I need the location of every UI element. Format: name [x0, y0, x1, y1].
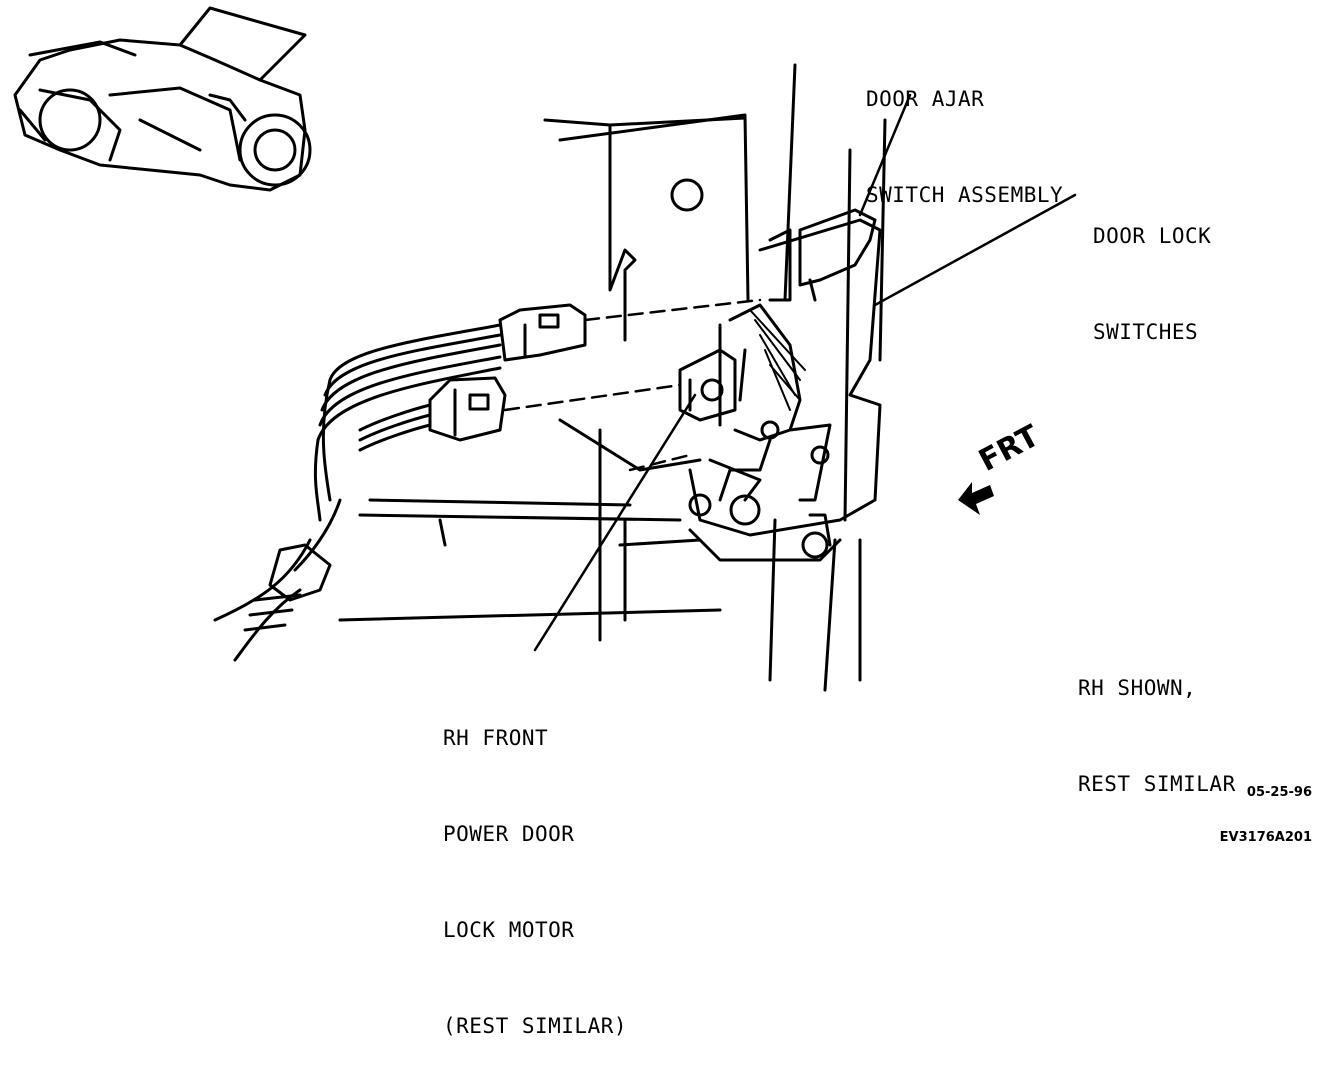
- label-door-lock-switches: DOOR LOCK SWITCHES: [1093, 156, 1211, 380]
- latch-assembly: [688, 208, 882, 559]
- front-direction-arrow-icon: [958, 482, 994, 515]
- label-door-ajar-switch: DOOR AJAR SWITCH ASSEMBLY: [866, 19, 1063, 243]
- label-line: SWITCH ASSEMBLY: [866, 183, 1064, 207]
- connector-upper: [498, 303, 587, 362]
- stamp-date: 05-25-96: [1246, 785, 1312, 800]
- door-panel: [338, 113, 842, 642]
- label-rh-front-lock-motor: RH FRONT POWER DOOR LOCK MOTOR (REST SIM…: [443, 658, 627, 1074]
- stamp-code: EV3176A201: [1219, 830, 1312, 845]
- label-line: RH FRONT: [443, 726, 549, 750]
- vehicle-locator-icon: [13, 6, 312, 192]
- label-rh-shown: RH SHOWN, REST SIMILAR: [1078, 608, 1236, 832]
- label-line: LOCK MOTOR: [443, 918, 575, 942]
- label-line: DOOR LOCK: [1093, 224, 1212, 248]
- door-lock-diagram: [13, 6, 1077, 692]
- connection-lines: [503, 298, 762, 472]
- label-line: POWER DOOR: [443, 822, 575, 846]
- label-line: REST SIMILAR: [1078, 772, 1236, 796]
- latch-shading: [749, 309, 806, 411]
- figure-stamp: 05-25-96 EV3176A201: [1220, 755, 1312, 860]
- label-line: (REST SIMILAR): [443, 1014, 628, 1038]
- label-line: RH SHOWN,: [1078, 676, 1197, 700]
- label-line: DOOR AJAR: [866, 87, 985, 111]
- label-line: SWITCHES: [1093, 320, 1199, 344]
- lock-motor: [678, 348, 737, 422]
- leader-lines: [533, 93, 1077, 652]
- wiring-harness: [213, 323, 502, 662]
- connector-lower: [428, 376, 507, 442]
